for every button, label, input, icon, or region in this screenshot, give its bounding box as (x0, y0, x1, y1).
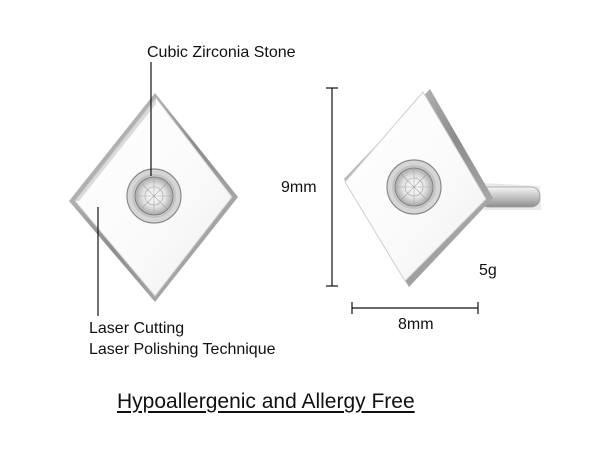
earring-front-view (69, 93, 238, 302)
front-bevel-highlight (75, 98, 156, 201)
side-stone-facets (395, 168, 433, 206)
stone-facets (135, 177, 173, 215)
callout-lines (97, 62, 152, 316)
hypoallergenic-caption: Hypoallergenic and Allergy Free (117, 390, 415, 413)
height-label: 9mm (281, 179, 317, 196)
width-label: 8mm (398, 316, 434, 333)
stone-label: Cubic Zirconia Stone (147, 44, 296, 61)
weight-label: 5g (479, 262, 497, 279)
earring-side-view (344, 89, 541, 287)
height-dimension-marker (326, 87, 338, 287)
width-dimension-marker (351, 302, 479, 314)
laser-cutting-label: Laser Cutting (89, 320, 185, 337)
laser-polishing-label: Laser Polishing Technique (89, 341, 276, 358)
